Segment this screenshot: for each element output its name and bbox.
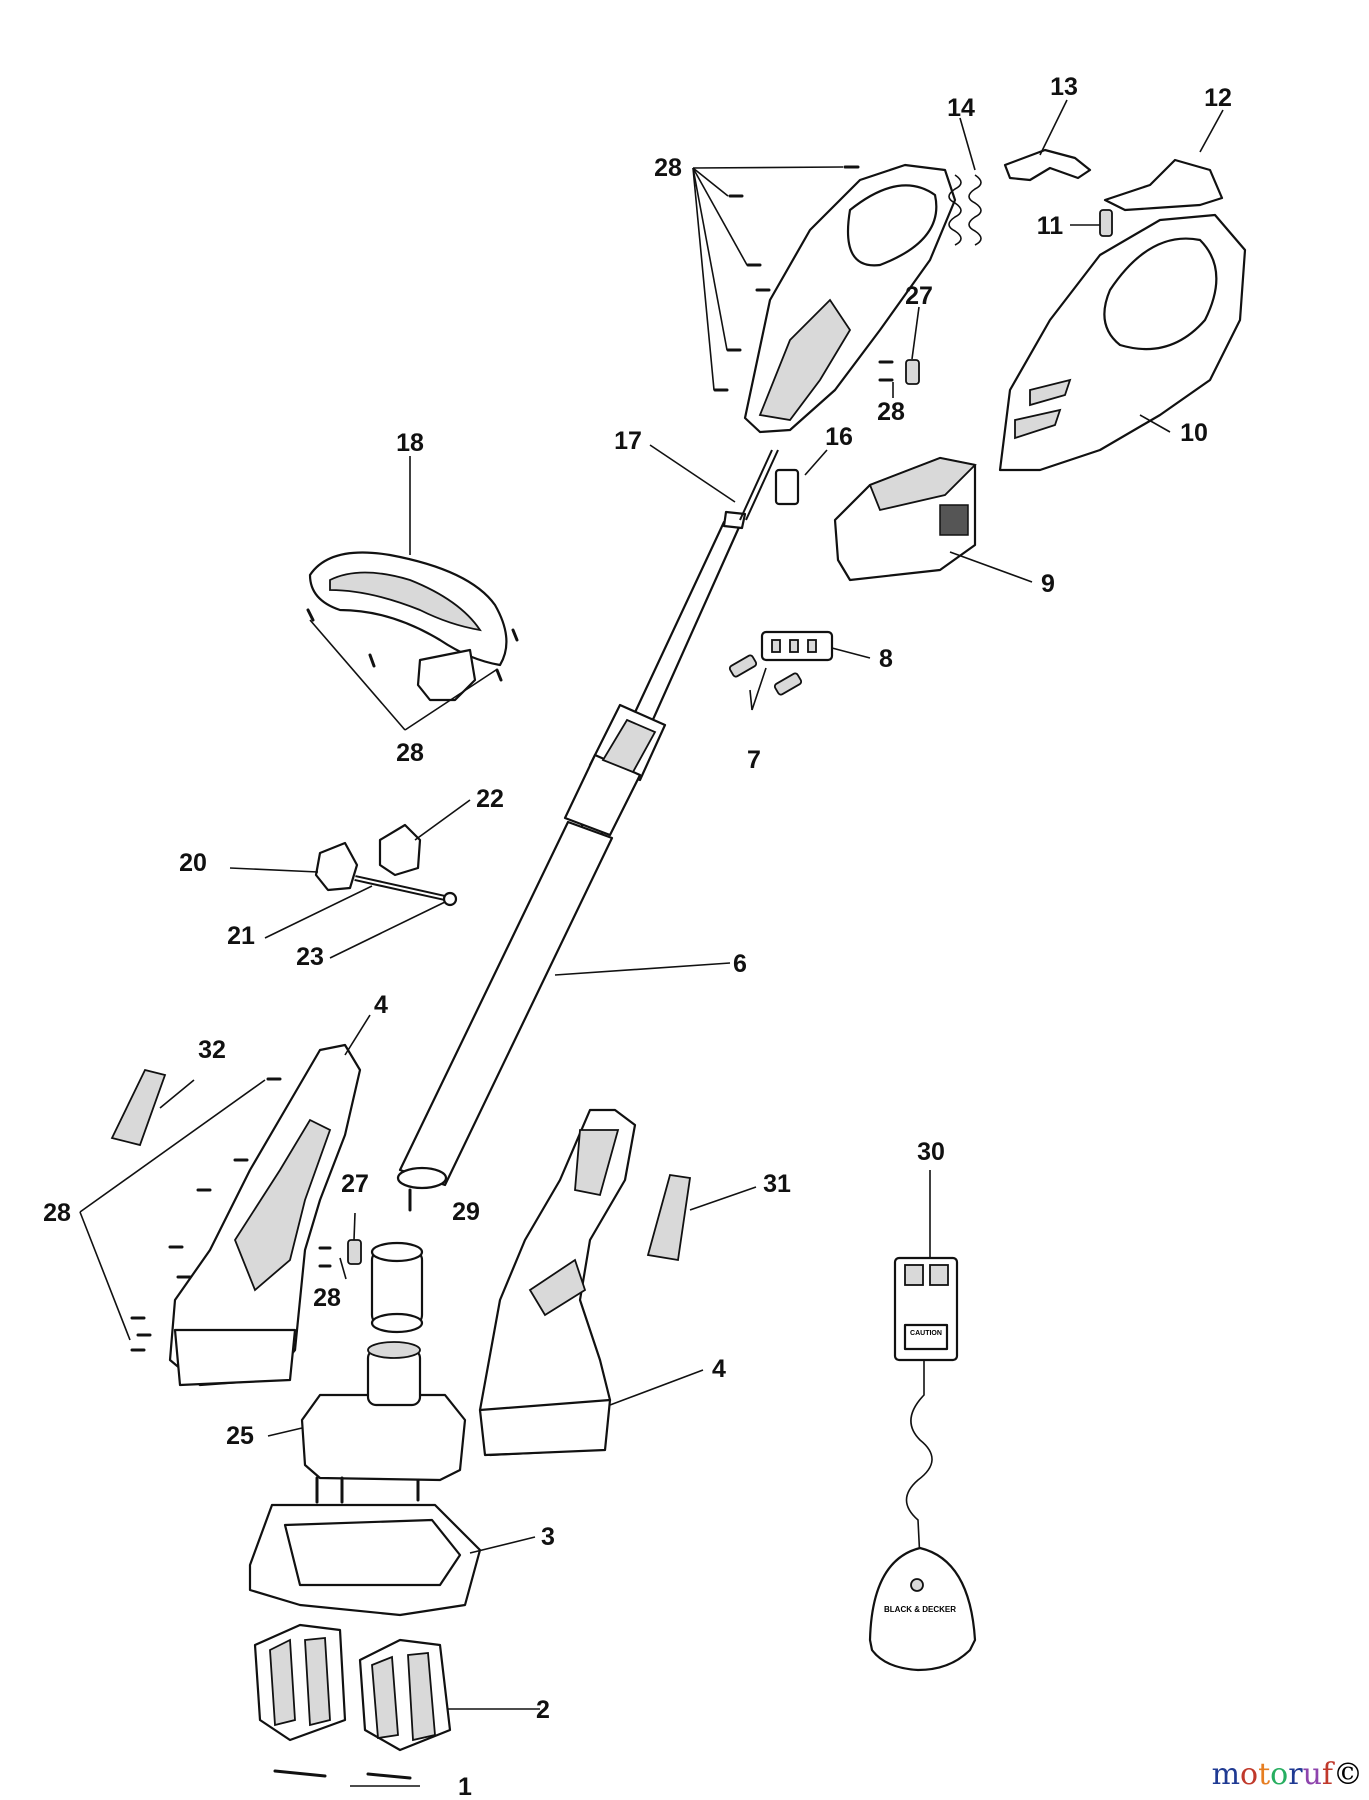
micro-switch: [774, 468, 800, 506]
part-label-3: 3: [541, 1523, 555, 1551]
pins: [273, 1769, 412, 1780]
wire-clip-top: [878, 359, 920, 385]
charger: CAUTION BLACK & DECKER: [868, 1256, 977, 1672]
watermark-letter: t: [1258, 1757, 1271, 1792]
handle-cover: [998, 213, 1247, 472]
part-label-20: 20: [179, 849, 207, 877]
part-label-25: 25: [226, 1422, 254, 1450]
part-label-27-lower: 27: [341, 1170, 369, 1198]
part-label-23: 23: [296, 943, 324, 971]
part-label-11: 11: [1037, 212, 1064, 240]
part-label-30: 30: [917, 1138, 945, 1166]
lower-housing-right: [478, 1108, 637, 1457]
watermark-letter: o: [1240, 1757, 1259, 1792]
decal-right: [646, 1173, 692, 1262]
part-label-31: 31: [763, 1170, 791, 1198]
part-label-4-right: 4: [712, 1355, 726, 1383]
part-labels: 1 2 3 4 4 6 7 8 9 10 11 12 13 14 16 17 1…: [43, 73, 1232, 1800]
gearbox: [300, 1341, 467, 1504]
terminal-block: [760, 630, 834, 662]
lock-off-button: [1103, 158, 1224, 212]
watermark-letter: o: [1270, 1757, 1289, 1792]
base-guard: [248, 1503, 482, 1617]
battery-pack: [833, 456, 977, 582]
watermark-letter: m: [1211, 1757, 1241, 1792]
motor: [370, 1241, 424, 1334]
main-tube: [396, 510, 747, 1212]
part-label-27-top: 27: [905, 282, 933, 310]
part-label-28-handle: 28: [396, 739, 424, 767]
part-label-21: 21: [227, 922, 255, 950]
trigger: [1003, 148, 1092, 182]
part-label-8: 8: [879, 645, 893, 673]
watermark-letter: u: [1302, 1757, 1322, 1792]
upper-handle-housing: [743, 163, 957, 434]
adjust-nut: [442, 891, 458, 907]
cutting-heads: [253, 1623, 452, 1752]
part-label-13: 13: [1050, 73, 1078, 101]
watermark-letter: f: [1321, 1757, 1333, 1792]
wire-harness: [739, 449, 779, 521]
lower-housing-left: [168, 1043, 362, 1387]
auxiliary-handle: [306, 551, 519, 702]
part-label-28-clip-top: 28: [877, 398, 905, 426]
spring: [948, 174, 982, 246]
watermark-mark: ©: [1333, 1757, 1363, 1792]
decal-left: [110, 1068, 167, 1147]
adjust-bolt: [354, 875, 446, 901]
part-label-2: 2: [536, 1696, 550, 1724]
charger-brand-label: BLACK & DECKER: [884, 1605, 956, 1614]
part-label-32: 32: [198, 1036, 226, 1064]
part-label-9: 9: [1041, 570, 1055, 598]
part-label-17: 17: [614, 427, 642, 455]
part-label-1: 1: [458, 1773, 472, 1800]
part-label-28-left: 28: [43, 1199, 71, 1227]
part-label-10: 10: [1180, 419, 1208, 447]
part-label-18: 18: [396, 429, 424, 457]
adjust-bracket: [378, 823, 422, 877]
terminal-springs: [728, 654, 803, 696]
part-label-12: 12: [1204, 84, 1232, 112]
watermark-letter: r: [1288, 1757, 1303, 1792]
part-label-4-left: 4: [374, 991, 388, 1019]
part-label-7: 7: [747, 746, 761, 774]
part-label-28-top: 28: [654, 154, 682, 182]
part-label-22: 22: [476, 785, 504, 813]
lower-housing-screws: [130, 1077, 282, 1352]
charger-caution-label: CAUTION: [910, 1330, 942, 1337]
upper-handle-screws: [713, 165, 860, 392]
watermark: motoruf©: [1212, 1757, 1363, 1792]
part-label-28-clip-lower: 28: [313, 1284, 341, 1312]
part-label-14: 14: [947, 94, 975, 122]
part-label-6: 6: [733, 950, 747, 978]
adjust-knob: [314, 841, 359, 892]
part-label-29: 29: [452, 1198, 480, 1226]
leader-lines: [79, 99, 1224, 1787]
small-spring: [1099, 209, 1113, 237]
part-label-16: 16: [825, 423, 853, 451]
